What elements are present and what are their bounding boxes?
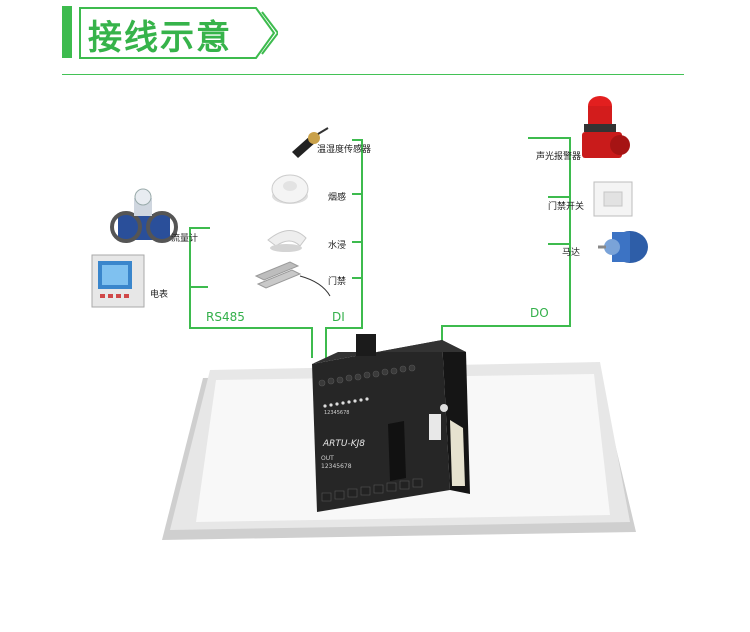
door-switch-label: 门禁开关	[548, 202, 585, 212]
door-switch-icon	[593, 181, 633, 217]
flowmeter-label: 流量计	[171, 234, 199, 244]
section-header: 接线示意	[62, 4, 282, 62]
rs485-wire	[189, 227, 313, 358]
device-out-numbers: 12345678	[321, 463, 352, 470]
motor-label: 马达	[562, 248, 581, 258]
artu-device: ARTU-KJ8 OUT 12345678 12345678	[312, 334, 470, 512]
alarm-light-icon	[582, 96, 630, 158]
device-di-numbers: 12345678	[324, 410, 349, 416]
smoke-detector-icon	[271, 174, 309, 204]
temperature-sensor-label: 温湿度传感器	[317, 145, 372, 155]
water-sensor-icon	[267, 230, 307, 252]
di-bus-label: DI	[332, 310, 345, 324]
water-sensor-label: 水浸	[328, 241, 347, 251]
device-out-label: OUT	[321, 455, 334, 462]
flowmeter-icon	[110, 188, 178, 243]
header-accent-bar	[62, 6, 72, 58]
motor-icon	[598, 231, 648, 263]
smoke-detector-label: 烟感	[328, 193, 347, 203]
header-divider	[62, 74, 684, 75]
do-wire	[441, 137, 571, 352]
do-bus-label: DO	[530, 306, 549, 320]
header-title-frame	[79, 7, 278, 59]
temperature-sensor-icon	[292, 127, 329, 158]
power-meter-label: 电表	[150, 290, 169, 300]
rs485-bus-label: RS485	[206, 310, 245, 324]
device-model-label: ARTU-KJ8	[322, 439, 365, 449]
power-meter-icon	[91, 254, 145, 308]
door-sensor-label: 门禁	[328, 277, 347, 287]
wires	[189, 137, 571, 358]
alarm-light-label: 声光报警器	[536, 152, 582, 162]
page-title: 接线示意	[88, 18, 232, 58]
door-sensor-icon	[254, 261, 331, 297]
di-wire	[325, 139, 363, 358]
